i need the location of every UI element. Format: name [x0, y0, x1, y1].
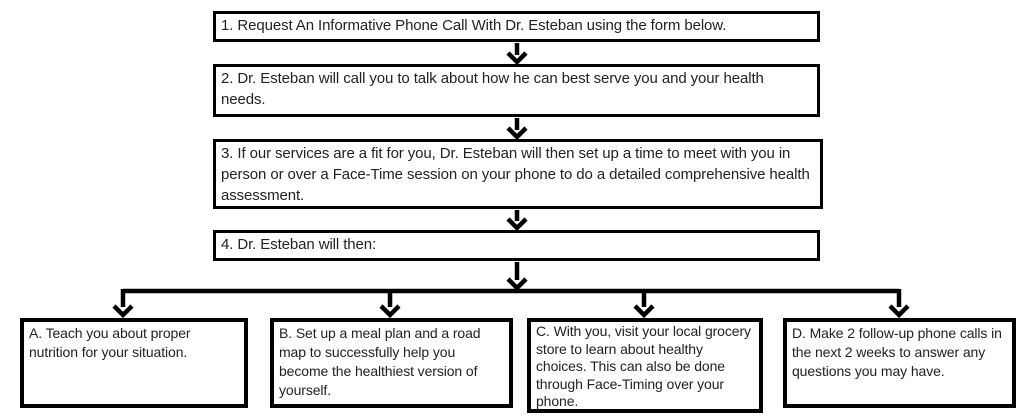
branch-a-box: A. Teach you about proper nutrition for … — [20, 318, 248, 408]
step-3-box: 3. If our services are a fit for you, Dr… — [213, 139, 823, 209]
step-2-box: 2. Dr. Esteban will call you to talk abo… — [213, 64, 820, 117]
branch-a-label: A. Teach you about proper nutrition for … — [29, 325, 191, 360]
branch-b-label: B. Set up a meal plan and a road map to … — [279, 325, 481, 398]
branch-c-box: C. With you, visit your local grocery st… — [527, 318, 763, 413]
arrow-down-icon — [506, 43, 528, 66]
branch-arrow-down-icon — [112, 289, 134, 319]
step-4-box: 4. Dr. Esteban will then: — [213, 230, 820, 261]
step-2-label: 2. Dr. Esteban will call you to talk abo… — [221, 70, 764, 108]
step-1-label: 1. Request An Informative Phone Call Wit… — [221, 17, 727, 34]
step-3-label: 3. If our services are a fit for you, Dr… — [221, 145, 810, 204]
branch-arrow-down-icon — [633, 291, 655, 319]
arrow-down-icon — [506, 210, 528, 232]
branch-c-label: C. With you, visit your local grocery st… — [536, 323, 751, 409]
arrow-down-icon — [506, 118, 528, 141]
branch-arrow-down-icon — [888, 289, 910, 319]
branch-d-box: D. Make 2 follow-up phone calls in the n… — [783, 318, 1016, 408]
branch-d-label: D. Make 2 follow-up phone calls in the n… — [792, 325, 1002, 379]
step-4-label: 4. Dr. Esteban will then: — [221, 236, 377, 253]
branch-arrow-down-icon — [379, 291, 401, 319]
step-1-box: 1. Request An Informative Phone Call Wit… — [213, 11, 820, 42]
arrow-down-icon — [506, 262, 528, 292]
branch-b-box: B. Set up a meal plan and a road map to … — [270, 318, 513, 408]
